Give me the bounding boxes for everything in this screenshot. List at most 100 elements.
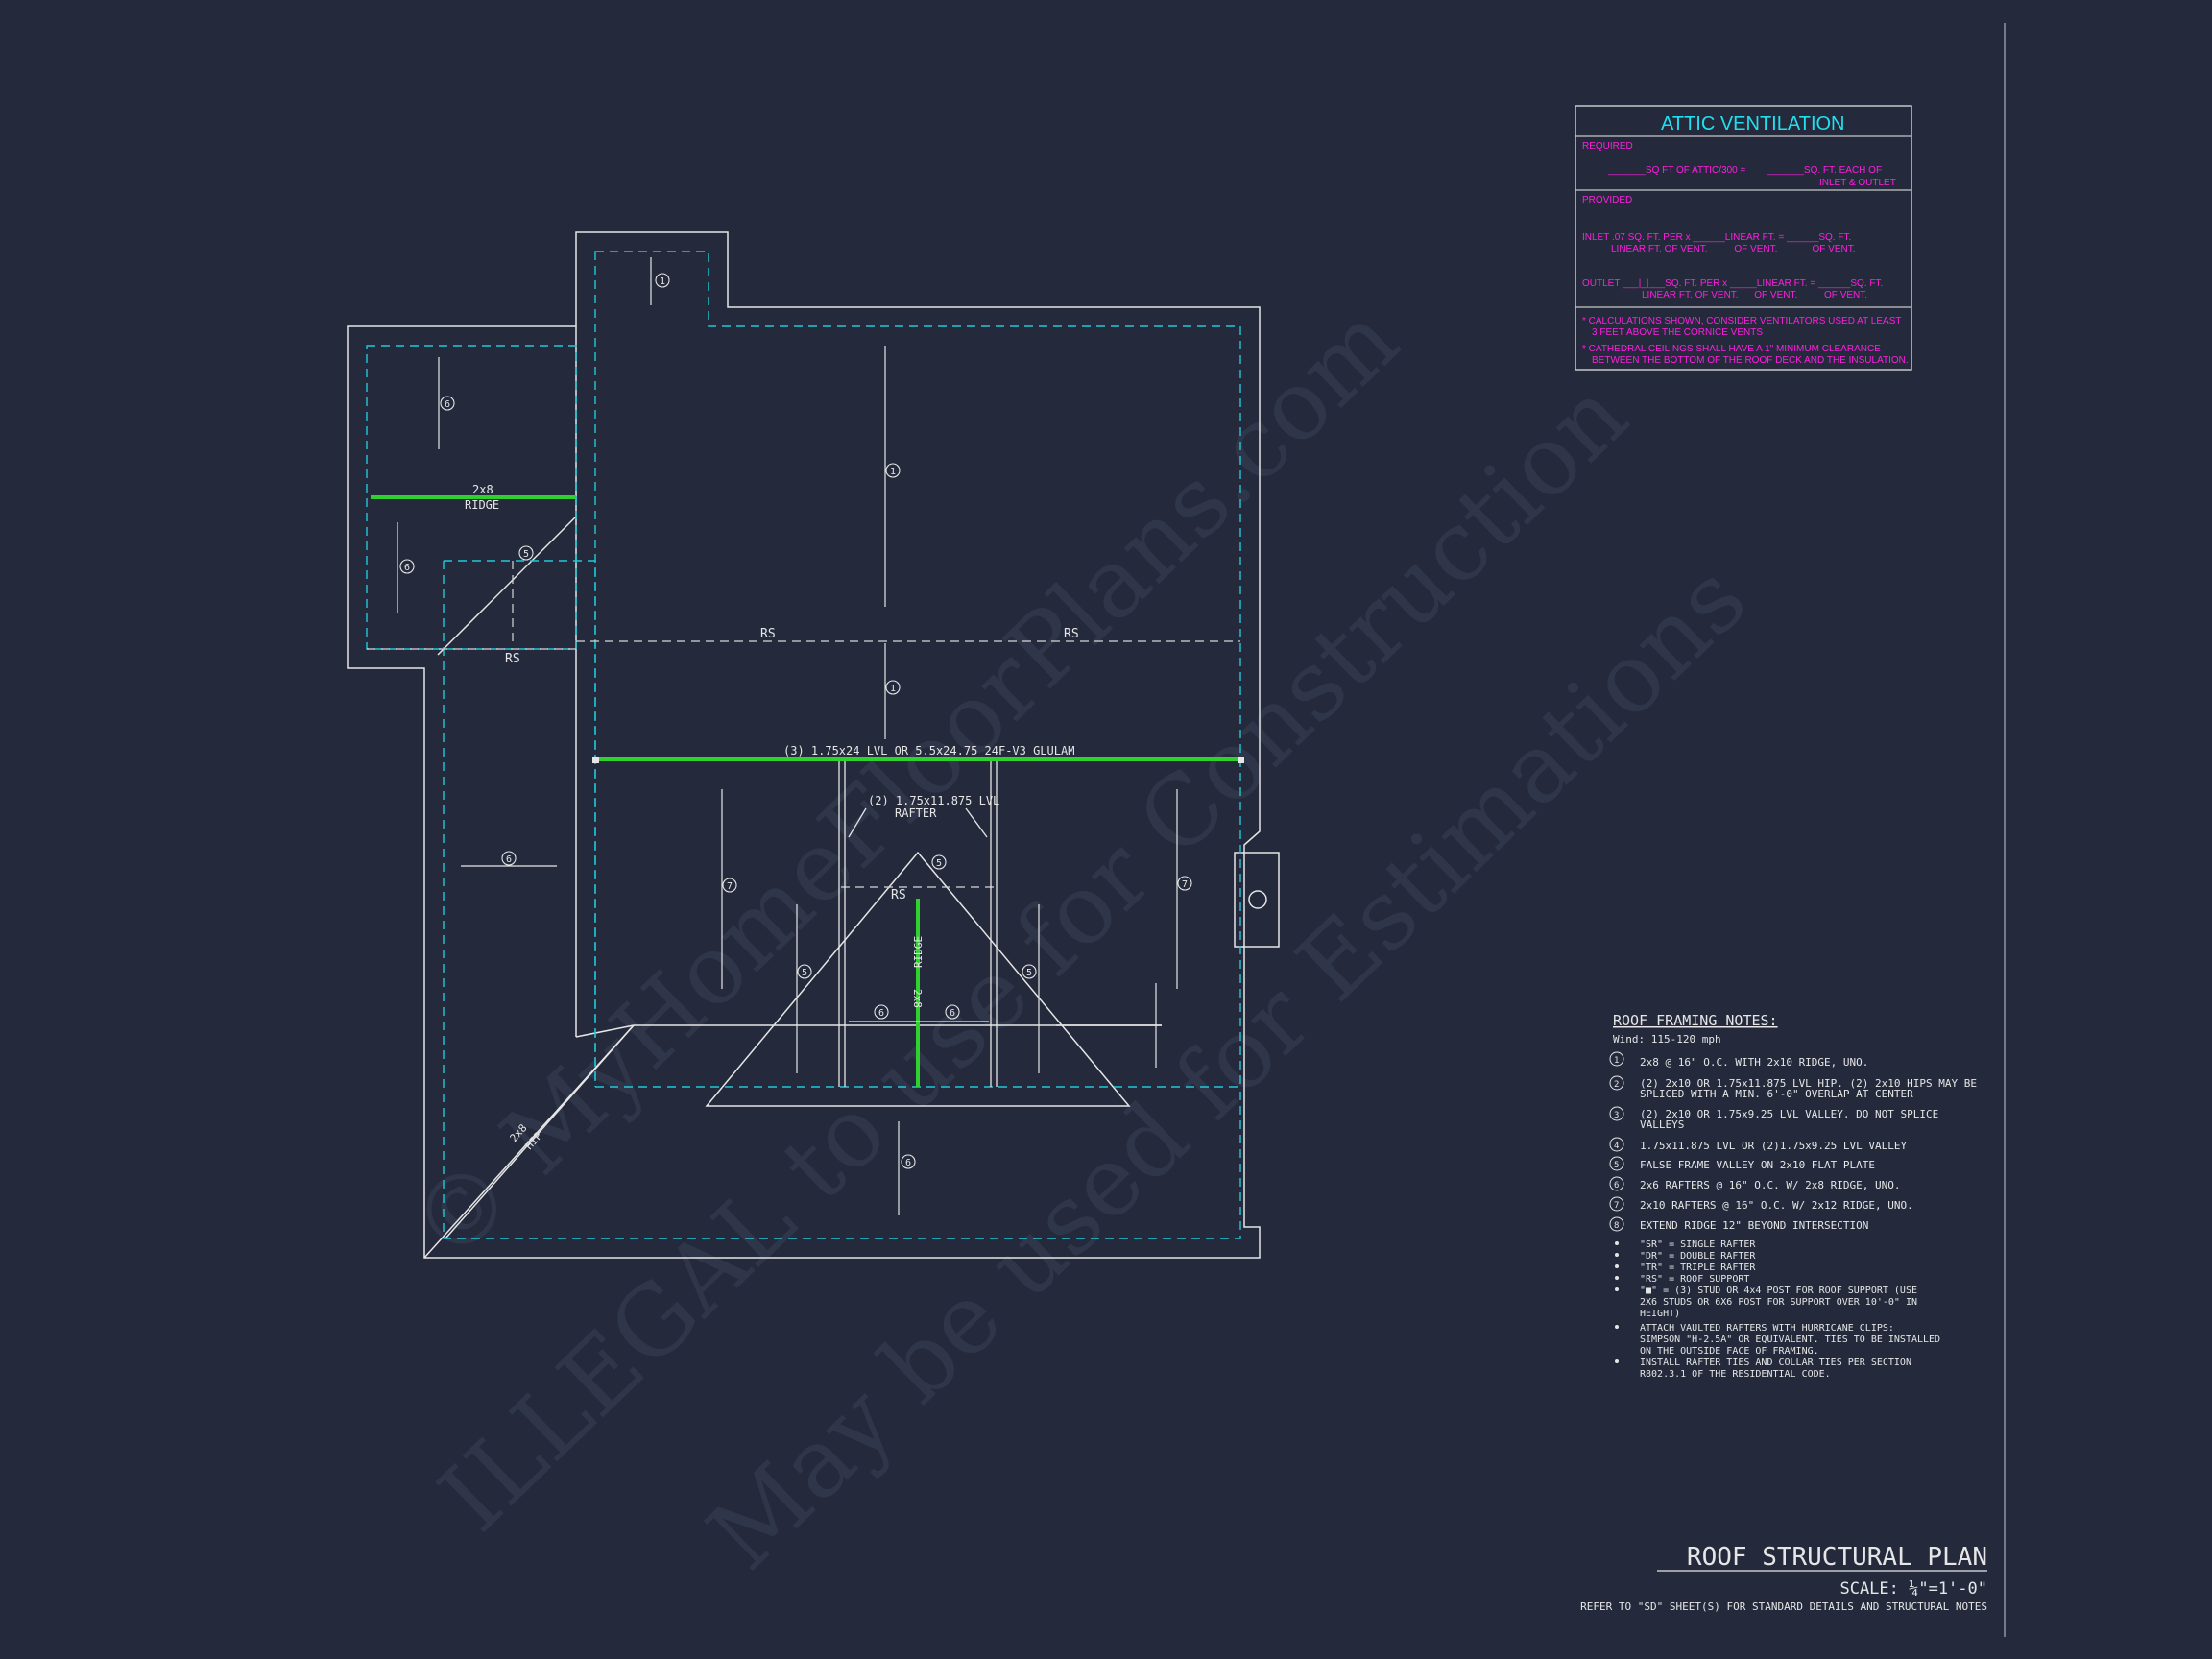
beams [371, 495, 1240, 1087]
attic-required-label: REQUIRED [1582, 141, 1633, 152]
chimney-icon [1248, 890, 1267, 909]
legend-bullet-text: "SR" = SINGLE RAFTER [1640, 1239, 1756, 1250]
note-text: 2x8 @ 16" O.C. WITH 2x10 RIDGE, UNO. [1640, 1056, 1868, 1069]
attic-table-frame [1575, 105, 1912, 371]
attic-ventilation-table: ATTIC VENTILATION REQUIRED _______SQ FT … [1575, 105, 1912, 371]
plan-scale: SCALE: ¼"=1'-0" [1839, 1579, 1987, 1599]
leader-line [848, 807, 867, 838]
note-number: 6 [1614, 1181, 1619, 1190]
watermark-line2: ILLEGAL to use for Construction [418, 359, 1648, 1552]
note-text: (2) 2x10 OR 1.75x9.25 LVL VALLEY. DO NOT… [1640, 1108, 1938, 1120]
note-item: 8 EXTEND RIDGE 12" BEYOND INTERSECTION [1609, 1216, 1868, 1232]
framing-tag [518, 545, 534, 561]
hip-line [445, 1024, 635, 1239]
framing-tag [655, 273, 670, 288]
attic-note1b: 3 FEET ABOVE THE CORNICE VENTS [1592, 327, 1763, 338]
roof-support-lines [367, 561, 1240, 888]
framing-tag [440, 396, 455, 411]
framing-tag-number: 6 [506, 854, 512, 865]
attic-note1: * CALCULATIONS SHOWN, CONSIDER VENTILATO… [1582, 316, 1901, 326]
note-number: 7 [1614, 1201, 1619, 1211]
note-number: 5 [1614, 1161, 1619, 1170]
framing-tag-number: 1 [890, 467, 896, 477]
note-item: 2 (2) 2x10 OR 1.75x11.875 LVL HIP. (2) 2… [1609, 1075, 1977, 1100]
framing-tag [1177, 876, 1192, 891]
notes-wind: Wind: 115-120 mph [1613, 1033, 1721, 1046]
attic-inlet-line2: LINEAR FT. OF VENT. OF VENT. OF VENT. [1611, 244, 1855, 254]
note-item: 5 FALSE FRAME VALLEY ON 2x10 FLAT PLATE [1609, 1156, 1875, 1171]
attic-outlet-line2: LINEAR FT. OF VENT. OF VENT. OF VENT. [1642, 290, 1867, 301]
lvl-rafter-label2: RAFTER [895, 806, 937, 820]
post-marker [1238, 757, 1244, 763]
framing-tag-number: 7 [1182, 879, 1188, 890]
title-block: ROOF STRUCTURAL PLAN SCALE: ¼"=1'-0" REF… [1580, 1543, 1987, 1613]
note-number: 3 [1614, 1111, 1619, 1120]
valley-line [437, 516, 577, 656]
framing-tag [901, 1154, 916, 1169]
lvl-rafter-label: (2) 1.75x11.875 LVL [868, 794, 999, 807]
attic-required-result2: INLET & OUTLET [1819, 178, 1896, 188]
legend-bullet-text: "RS" = ROOF SUPPORT [1640, 1274, 1749, 1285]
ridge-left-label: RIDGE [465, 498, 499, 512]
legend-attach-text: SIMPSON "H-2.5A" OR EQUIVALENT. TIES TO … [1640, 1334, 1940, 1345]
attic-required-result: _______SQ. FT. EACH OF [1766, 165, 1882, 176]
attic-note2b: BETWEEN THE BOTTOM OF THE ROOF DECK AND … [1592, 355, 1909, 366]
rs-label: RS [891, 888, 906, 902]
span-arrows [397, 257, 1178, 1215]
framing-tag [931, 854, 947, 870]
ridge-left-size: 2x8 [472, 483, 493, 496]
framing-tag [885, 463, 901, 478]
ridge-center-label: RIDGE [912, 936, 925, 968]
note-item: 1 2x8 @ 16" O.C. WITH 2x10 RIDGE, UNO. [1609, 1051, 1868, 1069]
attic-outlet-line1: OUTLET ___|_|___SQ. FT. PER x _____LINEA… [1582, 278, 1883, 289]
wall-outline [443, 560, 1241, 1239]
note-text: SPLICED WITH A MIN. 6'-0" OVERLAP AT CEN… [1640, 1088, 1913, 1100]
rs-label: RS [505, 652, 520, 666]
framing-tag-number: 5 [936, 858, 942, 869]
legend-attach-text: ON THE OUTSIDE FACE OF FRAMING. [1640, 1346, 1819, 1357]
note-text: VALLEYS [1640, 1118, 1684, 1131]
legend-bullet-text: "DR" = DOUBLE RAFTER [1640, 1251, 1756, 1262]
chimney-box [1234, 852, 1280, 948]
framing-tag-number: 6 [950, 1008, 955, 1019]
framing-tag [501, 851, 517, 866]
note-item: 4 1.75x11.875 LVL OR (2)1.75x9.25 LVL VA… [1609, 1137, 1908, 1152]
framing-tag-number: 7 [727, 881, 733, 892]
note-text: EXTEND RIDGE 12" BEYOND INTERSECTION [1640, 1219, 1868, 1232]
framing-tag-number: 5 [802, 968, 807, 978]
legend-install-text: R802.3.1 OF THE RESIDENTIAL CODE. [1640, 1369, 1831, 1380]
ridge-center-size: 2x8 [911, 989, 924, 1008]
roof-framing-notes: ROOF FRAMING NOTES: Wind: 115-120 mph 1 … [1609, 1012, 1977, 1380]
plan-title: ROOF STRUCTURAL PLAN [1687, 1543, 1987, 1572]
plan-refer-note: REFER TO "SD" SHEET(S) FOR STANDARD DETA… [1580, 1600, 1987, 1613]
legend-bullets: "SR" = SINGLE RAFTER "DR" = DOUBLE RAFTE… [1615, 1239, 1940, 1380]
rs-label: RS [1064, 627, 1079, 641]
framing-tag [1022, 964, 1037, 979]
glulam-label: (3) 1.75x24 LVL OR 5.5x24.75 24F-V3 GLUL… [783, 744, 1074, 757]
framing-tag [874, 1004, 889, 1020]
notes-title: ROOF FRAMING NOTES: [1613, 1012, 1778, 1029]
framing-tag [885, 680, 901, 695]
framing-tag-number: 5 [1026, 968, 1032, 978]
watermark: © MyHomeFloorPlans.com ILLEGAL to use fo… [389, 283, 1767, 1591]
note-text: FALSE FRAME VALLEY ON 2x10 FLAT PLATE [1640, 1159, 1875, 1171]
roof-edge [575, 1024, 635, 1038]
note-number: 4 [1614, 1142, 1619, 1151]
framing-tag-number: 1 [890, 684, 896, 694]
legend-install-text: INSTALL RAFTER TIES AND COLLAR TIES PER … [1640, 1358, 1911, 1368]
framing-tag [797, 964, 812, 979]
leader-line [965, 807, 988, 838]
framing-tag-number: 6 [878, 1008, 884, 1019]
attic-inlet-line1: INLET .07 SQ. FT. PER x ______LINEAR FT.… [1582, 232, 1851, 243]
framing-tag-number: 5 [523, 549, 529, 560]
note-number: 8 [1614, 1221, 1619, 1231]
note-item: 7 2x10 RAFTERS @ 16" O.C. W/ 2x12 RIDGE,… [1609, 1196, 1913, 1212]
framing-tag [722, 878, 737, 893]
note-text: 2x10 RAFTERS @ 16" O.C. W/ 2x12 RIDGE, U… [1640, 1199, 1913, 1212]
attic-table-title: ATTIC VENTILATION [1661, 113, 1845, 134]
note-text: (2) 2x10 OR 1.75x11.875 LVL HIP. (2) 2x1… [1640, 1077, 1977, 1090]
legend-post-text: "■" = (3) STUD OR 4x4 POST FOR ROOF SUPP… [1640, 1286, 1917, 1296]
front-gable-triangle [705, 851, 1131, 1107]
framing-tags [399, 273, 1192, 1169]
